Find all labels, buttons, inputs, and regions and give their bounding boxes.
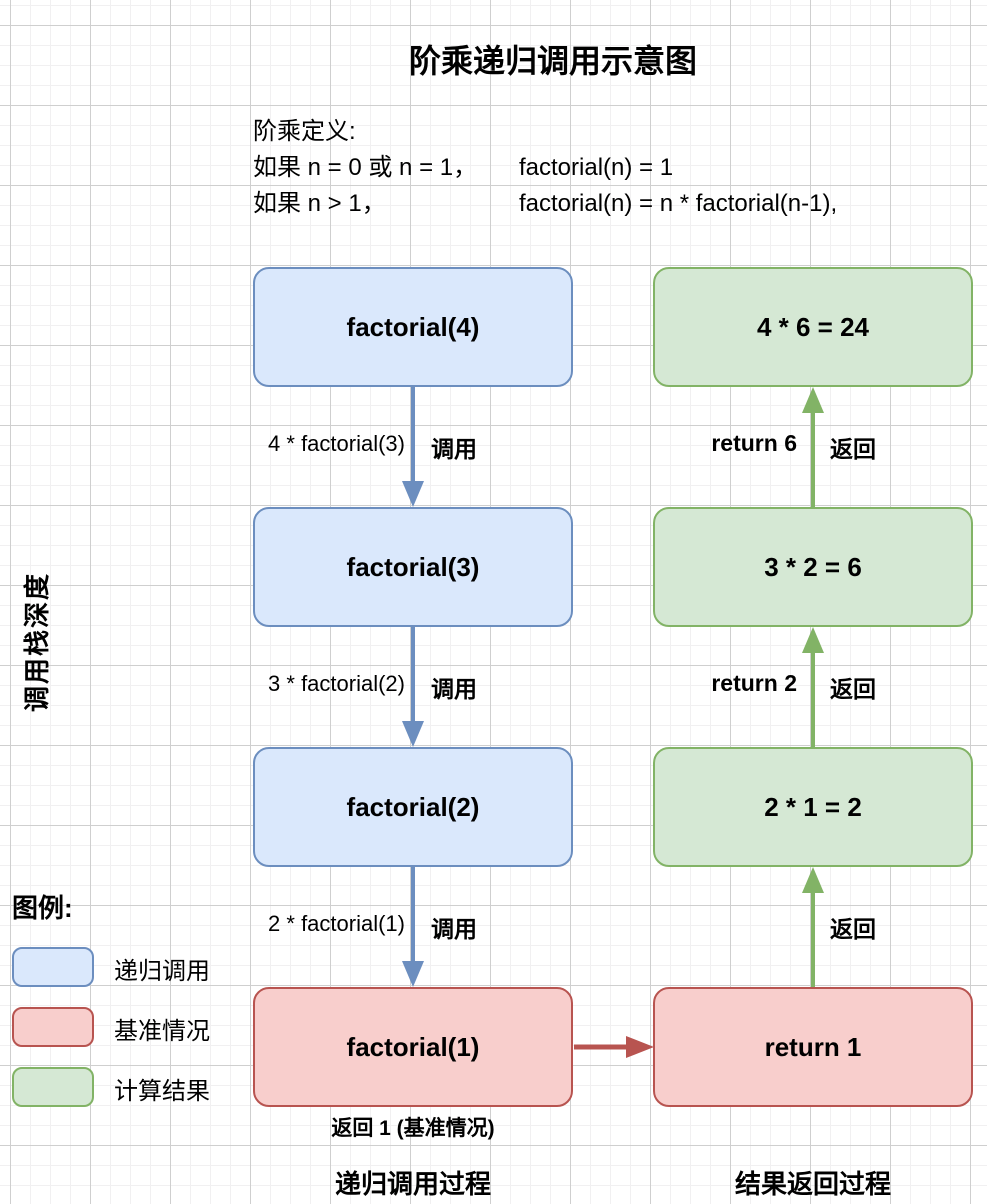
definition-condition: 如果 n = 0 或 n = 1， <box>253 154 478 181</box>
return-action-label: 返回 <box>830 676 876 702</box>
return-arrow-up-icon <box>802 387 824 507</box>
return-action-label: 返回 <box>830 916 876 942</box>
legend-heading: 图例: <box>12 893 73 923</box>
return-column-footer: 结果返回过程 <box>734 1169 891 1199</box>
definition-block: 阶乘定义: 如果 n = 0 或 n = 1， factorial(n) = 1… <box>253 114 837 222</box>
call-arrow-down-icon <box>402 627 424 747</box>
call-column-footer: 递归调用过程 <box>334 1169 491 1199</box>
node-label: factorial(3) <box>346 551 480 582</box>
definition-formula: factorial(n) = 1 <box>519 154 674 181</box>
node-label: 3 * 2 = 6 <box>764 551 862 582</box>
node-result-24: 4 * 6 = 24 <box>653 267 973 387</box>
node-label: 4 * 6 = 24 <box>756 311 870 342</box>
base-case-note: 返回 1 (基准情况) <box>331 1117 495 1140</box>
node-label: factorial(2) <box>346 791 480 822</box>
node-factorial-4: factorial(4) <box>253 267 573 387</box>
node-factorial-1-base-case: factorial(1) <box>253 987 573 1107</box>
return-value-label: return 6 <box>711 430 797 456</box>
node-label: return 1 <box>764 1031 862 1062</box>
call-action-label: 调用 <box>431 916 477 942</box>
node-label: factorial(1) <box>346 1031 480 1062</box>
node-label: 2 * 1 = 2 <box>764 791 862 822</box>
return-arrow-up-icon <box>802 867 824 987</box>
diagram-title: 阶乘递归调用示意图 <box>408 43 697 79</box>
call-arrow-down-icon <box>402 387 424 507</box>
call-expression-label: 4 * factorial(3) <box>268 431 405 456</box>
return-action-label: 返回 <box>830 436 876 462</box>
call-arrow-down-icon <box>402 867 424 987</box>
call-stack-depth-axis-label: 调用栈深度 <box>22 572 52 713</box>
definition-heading: 阶乘定义: <box>253 118 356 145</box>
return-value-label: return 2 <box>711 670 797 696</box>
definition-case-base: 如果 n = 0 或 n = 1， factorial(n) = 1 <box>253 150 837 186</box>
call-expression-label: 2 * factorial(1) <box>268 911 405 936</box>
return-arrow-up-icon <box>802 627 824 747</box>
node-factorial-2: factorial(2) <box>253 747 573 867</box>
legend-label-result: 计算结果 <box>114 1078 210 1105</box>
node-label: factorial(4) <box>346 311 480 342</box>
call-action-label: 调用 <box>431 676 477 702</box>
legend-swatch-result <box>12 1067 94 1107</box>
definition-formula: factorial(n) = n * factorial(n-1), <box>519 190 838 217</box>
node-result-2: 2 * 1 = 2 <box>653 747 973 867</box>
legend-swatch-base-case <box>12 1007 94 1047</box>
node-result-6: 3 * 2 = 6 <box>653 507 973 627</box>
legend-label-recursive-call: 递归调用 <box>114 958 210 985</box>
base-case-arrow-right-icon <box>574 1036 654 1058</box>
call-action-label: 调用 <box>431 436 477 462</box>
definition-case-recursive: 如果 n > 1， factorial(n) = n * factorial(n… <box>253 186 837 222</box>
legend-label-base-case: 基准情况 <box>114 1018 210 1045</box>
node-factorial-3: factorial(3) <box>253 507 573 627</box>
node-return-1: return 1 <box>653 987 973 1107</box>
call-expression-label: 3 * factorial(2) <box>268 671 405 696</box>
definition-condition: 如果 n > 1， <box>253 190 386 217</box>
legend-swatch-recursive-call <box>12 947 94 987</box>
